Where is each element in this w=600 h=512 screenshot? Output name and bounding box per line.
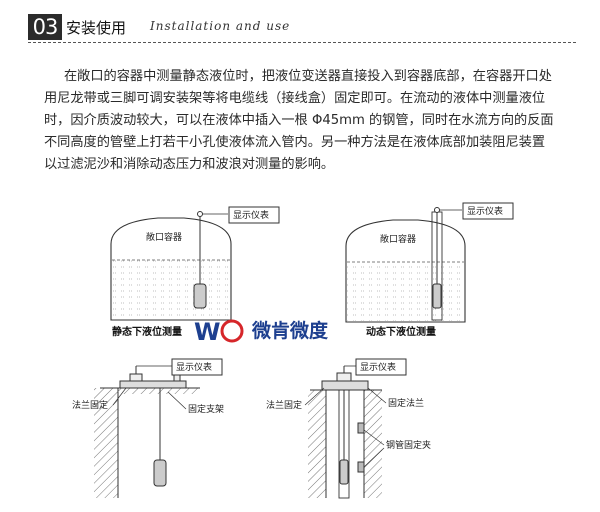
static-caption: 静态下液位测量 [112,325,182,338]
fixed-flange-label: 固定法兰 [388,397,424,409]
bracket-label: 固定支架 [188,403,224,415]
tank-label: 敞口容器 [380,233,416,245]
open-tank [345,219,466,323]
display-box [228,206,280,224]
installation-description: 在敞口的容器中测量静态液位时，把液位变送器直接投入到容器底部，在容器开口处用尼龙… [44,69,554,172]
pipe-clamp [357,461,365,473]
section-header: 03 安装使用 Installation and use [28,14,576,44]
display-label: 显示仪表 [233,209,269,221]
dynamic-caption: 动态下液位测量 [366,325,436,338]
flange-label: 法兰固定 [266,399,302,411]
flange-bracket-diagram: 显示仪表 法兰固定 固定支架 [72,358,224,498]
tank-liquid [347,262,464,321]
level-sensor [432,283,442,309]
header-divider [28,42,576,43]
logo-mark-w: W [194,318,220,346]
display-box [171,358,223,376]
display-label: 显示仪表 [360,361,396,373]
display-label: 显示仪表 [176,361,212,373]
logo-mark-d [220,319,244,343]
static-measurement-diagram: 敞口容器 显示仪表 静态下液位测量 [110,206,280,338]
display-box [355,358,407,376]
level-sensor [153,459,167,487]
dynamic-measurement-diagram: 敞口容器 显示仪表 动态下液位测量 [345,202,514,338]
tank-label: 敞口容器 [146,231,182,243]
display-label: 显示仪表 [467,205,503,217]
level-sensor [339,459,349,485]
flange [119,380,187,389]
display-box [462,202,514,220]
flange-label: 法兰固定 [72,399,108,411]
section-number: 03 [28,14,62,40]
open-tank [110,217,232,321]
level-sensor [193,283,207,309]
section-title: 安装使用 [66,19,127,37]
fixed-flange [321,380,369,391]
tank-liquid [112,260,230,319]
logo-text: 微肯微度 [251,319,329,342]
brand-logo: W 微肯微度 [194,318,329,346]
pipe-clamp [357,422,365,434]
clamp-label: 钢管固定夹 [386,439,431,451]
flange-pipe-diagram: 显示仪表 法兰固定 固定法兰 钢管固定夹 [266,358,431,499]
section-title-en: Installation and use [150,19,291,33]
